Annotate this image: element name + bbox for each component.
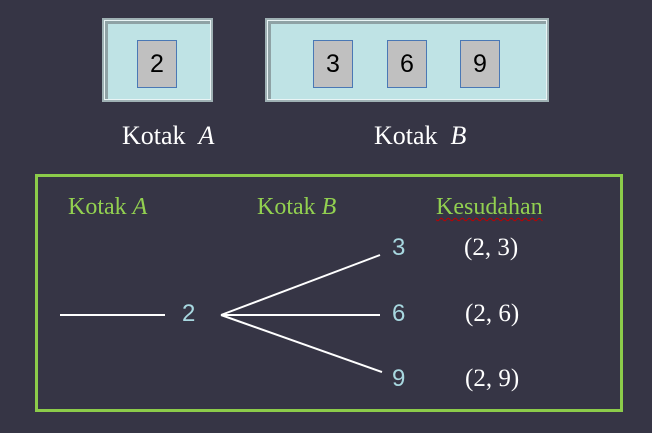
box-b-card: 3 (313, 40, 353, 88)
box-a-card: 2 (137, 40, 177, 88)
tree-diagram-frame (35, 174, 623, 412)
tree-node-root: 2 (182, 300, 196, 327)
tree-header-kotak-b: Kotak B (257, 194, 336, 221)
outcome-label: (2, 9) (465, 365, 520, 392)
outcome-label: (2, 6) (465, 300, 520, 327)
box-b-card: 6 (387, 40, 427, 88)
box-b-label: Kotak B (374, 121, 466, 151)
box-b-card: 9 (460, 40, 500, 88)
box-b-label-prefix: Kotak (374, 121, 438, 150)
box-b-label-var: B (450, 121, 467, 150)
box-b: 3 6 9 (265, 18, 549, 102)
tree-header-b-prefix: Kotak (257, 194, 316, 220)
box-a-label-var: A (198, 121, 215, 150)
tree-header-a-var: A (132, 194, 148, 220)
outcome-label: (2, 3) (464, 234, 519, 261)
branch-line-1 (220, 254, 381, 316)
box-a: 2 (102, 18, 213, 102)
tree-header-b-var: B (321, 194, 337, 220)
tree-node-branch: 9 (392, 365, 406, 392)
tree-node-branch: 3 (392, 234, 406, 261)
tree-header-kotak-a: Kotak A (68, 194, 147, 221)
box-a-label-prefix: Kotak (122, 121, 186, 150)
box-a-label: Kotak A (122, 121, 214, 151)
tree-header-kesudahan: Kesudahan (436, 194, 543, 220)
branch-line-3 (220, 314, 383, 373)
tree-node-branch: 6 (392, 300, 406, 327)
tree-header-a-prefix: Kotak (68, 194, 127, 220)
